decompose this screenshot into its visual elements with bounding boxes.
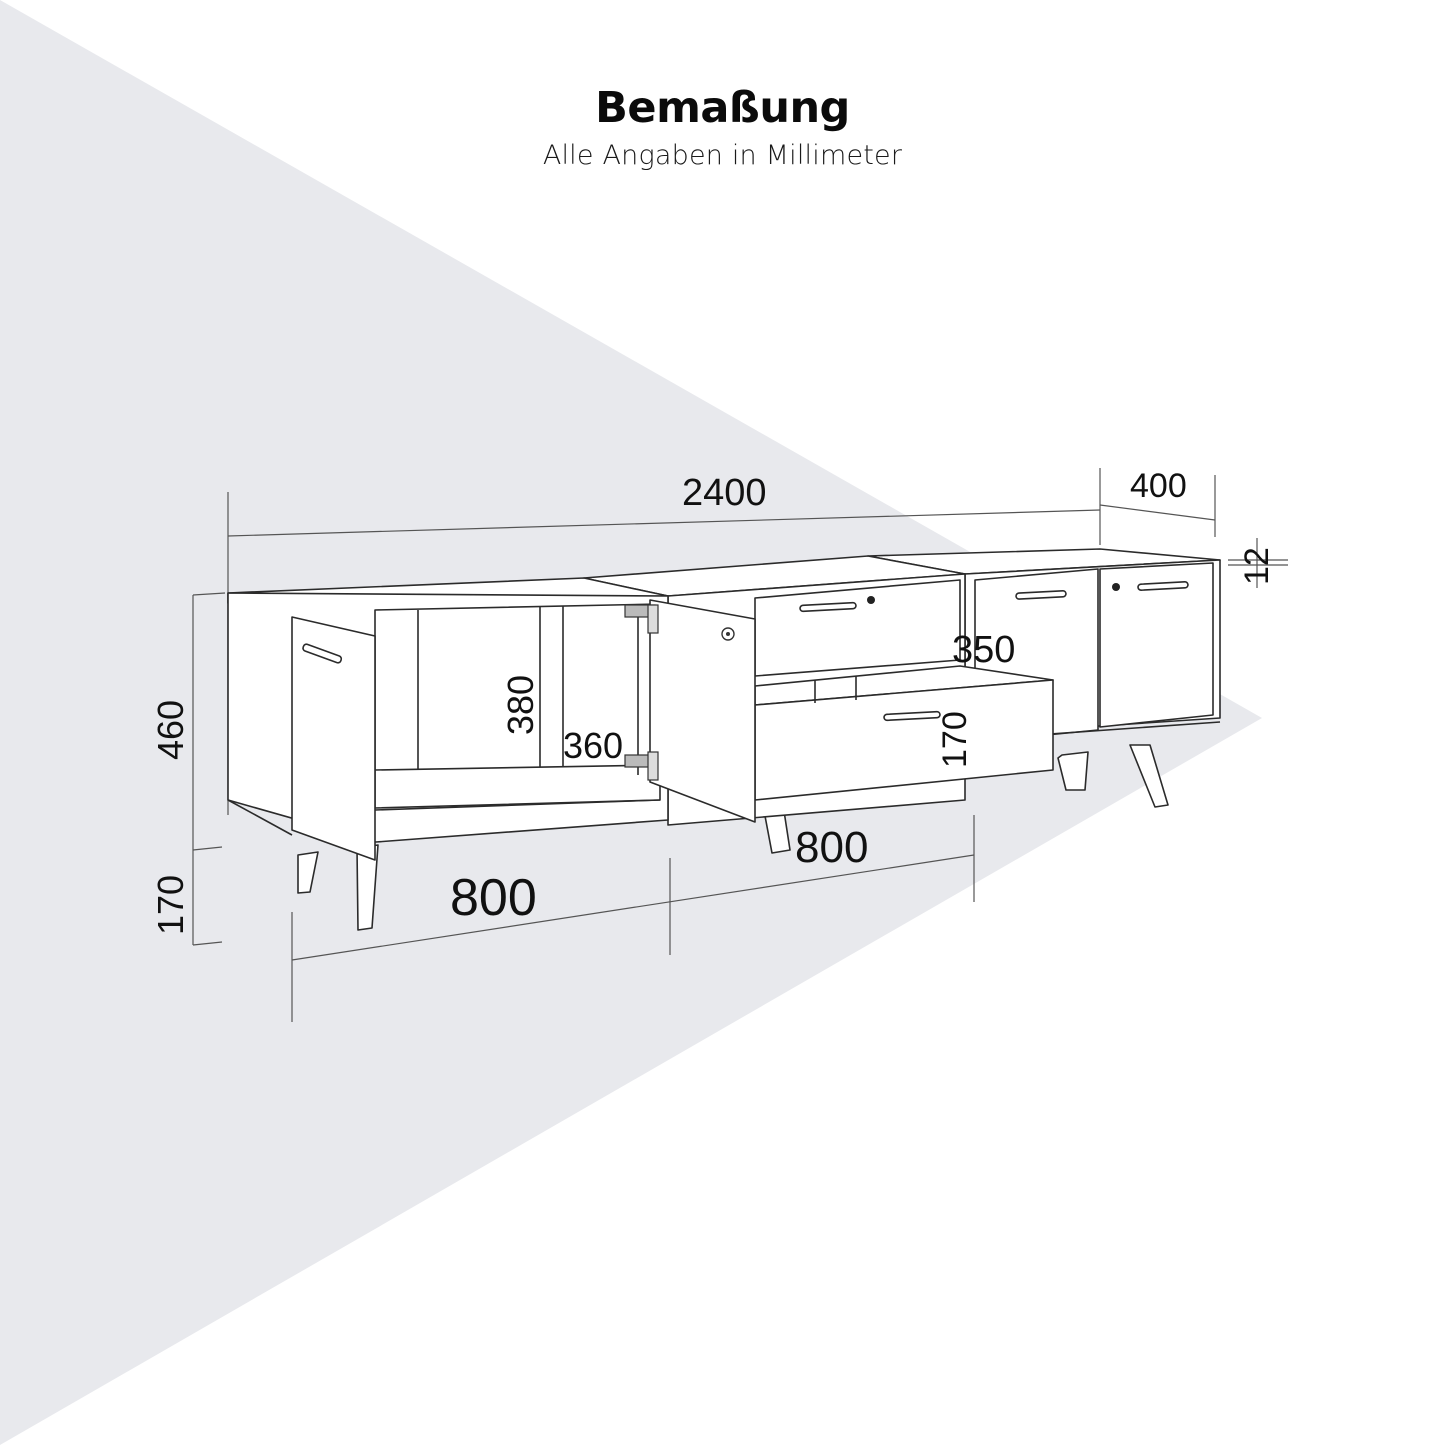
label-top-thickness: 12 (1238, 547, 1276, 585)
right-door-open (649, 599, 756, 823)
lock-icon (867, 596, 875, 604)
handle (883, 710, 941, 722)
handle (1137, 581, 1189, 591)
label-inner-height-left: 380 (500, 675, 541, 735)
handle (1015, 589, 1067, 600)
label-leg-height: 170 (150, 875, 191, 935)
left-cabinet (227, 577, 756, 931)
page-title: Bemaßung (595, 83, 850, 133)
hinge-icon (624, 751, 659, 781)
label-drawer-height: 170 (936, 711, 974, 768)
label-inner-height-door: 360 (563, 725, 623, 766)
handle (799, 601, 857, 613)
label-module-width-middle: 800 (795, 823, 868, 872)
label-total-width: 2400 (682, 472, 767, 514)
handle (302, 643, 343, 664)
leg-left-back (297, 851, 319, 894)
left-door-open (291, 616, 376, 861)
label-drawer-depth: 350 (952, 629, 1015, 671)
dimension-lines (192, 468, 1288, 1022)
label-module-width-left: 800 (450, 869, 537, 927)
page-subtitle: Alle Angaben in Millimeter (542, 140, 903, 171)
label-body-height: 460 (150, 700, 191, 760)
hinge-icon (624, 604, 659, 634)
lock-icon (721, 627, 735, 641)
label-depth: 400 (1130, 467, 1187, 505)
dimension-labels: 2400 400 12 460 170 800 800 380 360 350 … (150, 467, 1276, 935)
lock-icon (1112, 583, 1120, 591)
header: Bemaßung Alle Angaben in Millimeter (0, 80, 1445, 176)
leg-right-front (1129, 744, 1169, 808)
